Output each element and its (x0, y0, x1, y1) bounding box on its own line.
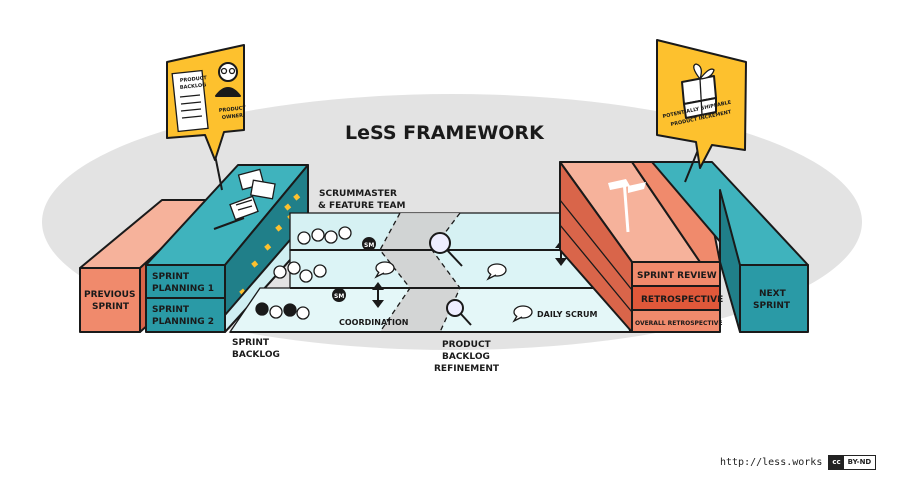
gift-box-icon (681, 63, 717, 119)
sprint-planning-1-label-1: SPRINT (152, 272, 190, 282)
team-label-2: & FEATURE TEAM (318, 201, 405, 211)
cc-license-badge[interactable]: cc BY-ND (828, 454, 877, 470)
next-sprint-label-2: SPRINT (753, 301, 791, 311)
sprint-review-label: SPRINT REVIEW (637, 271, 717, 281)
po-backlog-text-2: BACKLOG (180, 82, 207, 91)
license-text: BY-ND (847, 458, 872, 466)
refinement-zone (380, 213, 460, 332)
product-owner-avatar (215, 62, 241, 97)
diagram-title: LeSS FRAMEWORK (345, 122, 545, 144)
po-role-text-2: OWNER (222, 113, 244, 121)
speech-bubble-icon (512, 305, 533, 323)
footer-url[interactable]: http://less.works (720, 456, 823, 468)
footer: http://less.works cc BY-ND (720, 454, 877, 470)
sprint-backlog-label-1: SPRINT (232, 338, 270, 348)
po-backlog-text-1: PRODUCT (180, 75, 208, 84)
sprint-planning-2-label-2: PLANNING 2 (152, 317, 214, 327)
daily-scrum-label: DAILY SCRUM (537, 310, 598, 319)
cc-icon: cc (829, 455, 844, 469)
next-sprint-block: NEXT SPRINT (651, 161, 809, 333)
sm-badge-2: SM (334, 293, 344, 300)
sprint-floor (224, 212, 632, 333)
previous-sprint-label-1: PREVIOUS (84, 290, 135, 300)
team-row-2: SM (273, 261, 346, 302)
sprint-planning-2-label-1: SPRINT (152, 305, 190, 315)
next-sprint-label-1: NEXT (759, 289, 787, 299)
magnifier-icon (429, 232, 463, 267)
po-role-text-1: PRODUCT (219, 105, 247, 114)
product-owner-sign: PRODUCT BACKLOG PRODUCT OWNER (166, 44, 247, 191)
team-label-1: SCRUMMASTER (319, 189, 397, 199)
team-row-3 (255, 302, 310, 320)
review-retro-block: SPRINT REVIEW RETROSPECTIVE OVERALL RETR… (559, 161, 723, 333)
magnifier-icon (446, 299, 472, 326)
retrospective-label: RETROSPECTIVE (641, 295, 723, 305)
refinement-label-2: BACKLOG (442, 352, 490, 362)
overall-retrospective-label: OVERALL RETROSPECTIVE (635, 320, 723, 327)
updown-arrow-icon (372, 282, 384, 308)
sprint-planning-1-label-2: PLANNING 1 (152, 284, 214, 294)
team-row-1: SM (297, 226, 376, 251)
speech-bubble-icon (374, 261, 395, 279)
coordination-label: COORDINATION (339, 318, 408, 327)
speech-bubble-icon (486, 263, 507, 281)
previous-sprint-label-2: SPRINT (92, 302, 130, 312)
signpost-icon (608, 179, 646, 233)
refinement-label-1: PRODUCT (442, 340, 492, 350)
sm-badge-1: SM (364, 242, 374, 249)
increment-sign: POTENTIALLY SHIPPABLE PRODUCT INCREMENT (656, 39, 747, 183)
sprint-backlog-label-2: BACKLOG (232, 350, 280, 360)
refinement-label-3: REFINEMENT (434, 364, 500, 374)
backlog-papers (213, 168, 276, 230)
